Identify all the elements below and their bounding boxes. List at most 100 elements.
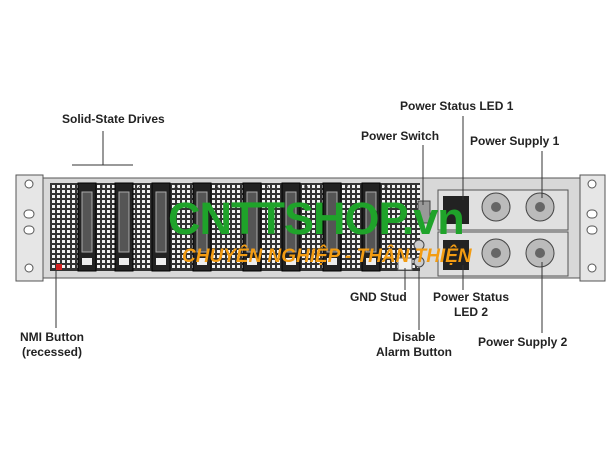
vent-hole [137,245,140,248]
vent-hole [217,255,220,258]
label-line: Power Status [433,290,510,304]
vent-hole [307,225,310,228]
vent-hole [267,245,270,248]
vent-hole [182,235,185,238]
vent-hole [352,255,355,258]
vent-hole [307,260,310,263]
vent-hole [52,185,55,188]
vent-hole [342,255,345,258]
vent-hole [407,215,410,218]
vent-hole [97,195,100,198]
vent-hole [382,235,385,238]
vent-hole [137,235,140,238]
vent-hole [102,250,105,253]
vent-hole [102,190,105,193]
vent-hole [102,215,105,218]
vent-hole [312,265,315,268]
drive-bay-5[interactable]: 5 [242,182,269,272]
vent-hole [402,185,405,188]
vent-hole [232,235,235,238]
vent-hole [212,265,215,268]
vent-hole [407,185,410,188]
vent-hole [172,210,175,213]
vent-hole [217,245,220,248]
vent-hole [232,250,235,253]
vent-hole [272,260,275,263]
vent-hole [97,200,100,203]
vent-hole [97,205,100,208]
vent-hole [177,210,180,213]
vent-hole [272,225,275,228]
vent-hole [267,250,270,253]
vent-hole [137,190,140,193]
vent-hole [277,190,280,193]
vent-hole [237,225,240,228]
vent-hole [397,185,400,188]
drive-bay-7[interactable]: 7 [322,182,349,272]
vent-hole [67,220,70,223]
vent-hole [177,185,180,188]
vent-hole [137,240,140,243]
vent-hole [352,220,355,223]
vent-hole [227,195,230,198]
vent-hole [317,240,320,243]
vent-hole [57,245,60,248]
vent-hole [392,235,395,238]
vent-hole [212,195,215,198]
vent-hole [307,265,310,268]
vent-hole [187,200,190,203]
vent-hole [187,265,190,268]
vent-hole [72,190,75,193]
vent-hole [392,225,395,228]
vent-hole [302,250,305,253]
vent-hole [347,260,350,263]
vent-hole [277,210,280,213]
vent-hole [357,215,360,218]
vent-hole [237,210,240,213]
vent-hole [137,210,140,213]
vent-hole [107,220,110,223]
vent-hole [262,190,265,193]
drive-bay-6[interactable]: 6 [281,182,308,272]
vent-hole [142,195,145,198]
vent-hole [267,260,270,263]
vent-hole [172,245,175,248]
vent-hole [147,230,150,233]
vent-hole [392,260,395,263]
vent-hole [272,200,275,203]
vent-hole [302,210,305,213]
nmi-button[interactable] [56,264,62,270]
vent-hole [412,195,415,198]
bay-number: 5 [265,184,269,191]
vent-hole [67,190,70,193]
vent-hole [147,220,150,223]
vent-hole [317,235,320,238]
vent-hole [262,260,265,263]
power-switch[interactable] [417,200,431,224]
drive-bay-2[interactable]: 2 [114,182,141,272]
vent-hole [402,190,405,193]
vent-hole [277,240,280,243]
vent-hole [112,190,115,193]
drive-bay-8[interactable]: 8 [361,182,388,272]
vent-hole [102,220,105,223]
vent-hole [402,230,405,233]
vent-hole [232,190,235,193]
vent-hole [97,240,100,243]
drive-bay-3[interactable]: 3 [151,182,178,272]
drive-bay-4[interactable]: 4 [192,182,219,272]
vent-hole [402,225,405,228]
vent-hole [387,195,390,198]
vent-hole [397,250,400,253]
vent-hole [262,265,265,268]
vent-hole [402,210,405,213]
vent-hole [172,195,175,198]
drive-bay-1[interactable]: 1 [77,182,104,272]
vent-hole [147,225,150,228]
label-power-switch: Power Switch [361,129,440,143]
vent-hole [227,215,230,218]
vent-hole [232,220,235,223]
vent-hole [62,265,65,268]
